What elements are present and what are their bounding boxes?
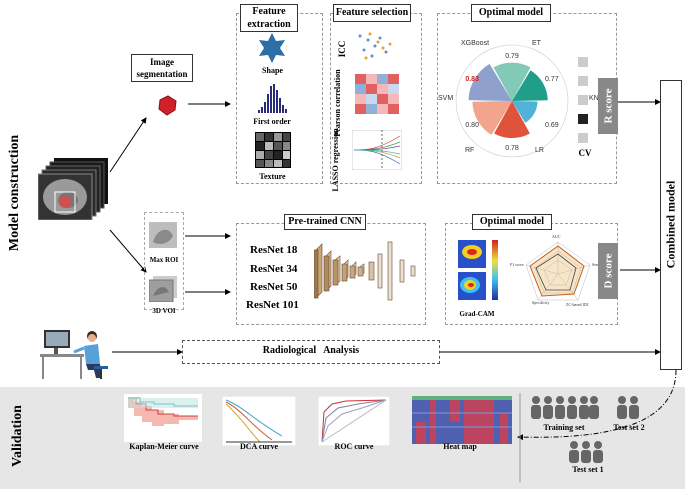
radar-label-auc: AUC xyxy=(552,234,561,239)
performance-radar-chart xyxy=(525,241,591,301)
snowflake-shape-icon xyxy=(259,33,285,63)
rose-value-lr: 0.78 xyxy=(505,145,519,152)
r-score-label: R score xyxy=(602,88,614,124)
texture-label: Texture xyxy=(259,172,286,181)
max-roi-image xyxy=(149,222,177,248)
rose-slice-et xyxy=(512,70,548,101)
radar-label-f1: F1 score xyxy=(510,262,524,267)
rose-label-rf: RF xyxy=(465,147,475,154)
resnet-34: ResNet 34 xyxy=(250,263,298,275)
resnet-18: ResNet 18 xyxy=(250,244,298,256)
kaplan-meier-plot xyxy=(124,394,202,442)
resnet-50: ResNet 50 xyxy=(250,281,298,293)
rose-label-lr: LR xyxy=(535,147,544,154)
3d-voi-image xyxy=(149,276,177,302)
rose-slice-knn xyxy=(512,101,538,123)
3d-voi-label: 3D VOI xyxy=(152,307,176,315)
training-set-label: Training set xyxy=(543,423,585,432)
radar-label-specificity: Specificity xyxy=(532,300,550,305)
gradcam-label: Grad-CAM xyxy=(459,310,495,318)
first-order-label: First order xyxy=(253,117,291,126)
cv-label: CV xyxy=(578,148,592,158)
roc-curve-plot xyxy=(318,396,390,446)
histogram-icon xyxy=(258,84,287,113)
tumor-icon xyxy=(158,95,177,116)
heat-map-label: Heat map xyxy=(443,442,477,451)
gradcam-heatmaps xyxy=(458,240,498,300)
lasso-label: LASSO regression xyxy=(331,128,340,192)
feature-selection-title: Feature selection xyxy=(333,4,411,22)
max-roi-label: Max ROI xyxy=(149,256,179,264)
test-set-1-people-icon xyxy=(569,441,603,463)
rose-slice-rf xyxy=(472,101,512,135)
rose-outer-ring xyxy=(455,44,569,158)
radiologist-illustration xyxy=(40,330,108,379)
combined-model-box xyxy=(660,80,682,370)
roi-box xyxy=(144,212,184,310)
icc-label: ICC xyxy=(337,40,347,58)
test-set-2-people-icon xyxy=(617,396,639,419)
rose-slice-lr xyxy=(494,101,530,139)
radar-label-idi: ZC-based IDI xyxy=(566,302,589,307)
rose-label-svm: SVM xyxy=(438,95,454,102)
rose-value-xgboost: 0.79 xyxy=(505,53,519,60)
d-score-box: D score xyxy=(598,243,618,299)
cv-squares xyxy=(578,57,588,143)
d-score-label: D score xyxy=(602,253,614,289)
radiological-analysis-box xyxy=(182,340,440,364)
dca-curve-plot xyxy=(222,396,296,446)
rose-slice-svm xyxy=(468,63,512,101)
lasso-plot xyxy=(352,130,402,170)
kaplan-meier-label: Kaplan-Meier curve xyxy=(129,442,199,451)
cnn-architecture-diagram xyxy=(314,241,416,301)
test-set-1-label: Test set 1 xyxy=(572,465,604,474)
image-segmentation-title: Image segmentation xyxy=(131,54,193,82)
heat-map-plot xyxy=(412,396,512,444)
model-rose-chart: 0.79 0.77 0.69 0.78 0.80 0.83 xyxy=(455,44,569,158)
test-set-2-label: Test set 2 xyxy=(613,423,645,432)
rose-label-xgboost: XGBoost xyxy=(461,40,490,47)
cnn-title: Pre-trained CNN xyxy=(284,214,366,230)
rose-value-svm: 0.83 xyxy=(465,76,479,83)
optimal-model-2-title: Optimal model xyxy=(472,214,552,230)
training-set-people-icon xyxy=(531,396,599,419)
rose-value-rf: 0.80 xyxy=(465,122,479,129)
ct-stack-image xyxy=(38,158,108,220)
optimal-model-1-title: Optimal model xyxy=(471,4,551,22)
r-score-box: R score xyxy=(598,78,618,134)
rose-slice-xgboost xyxy=(493,62,531,101)
combined-model-label: Combined model xyxy=(663,180,678,269)
roc-curve-label: ROC curve xyxy=(334,442,374,451)
shape-label: Shape xyxy=(262,66,283,75)
feature-extraction-title: Feature extraction xyxy=(240,4,298,32)
rose-label-knn: KNN xyxy=(589,95,604,102)
pearson-heatmap xyxy=(355,74,399,114)
resnet-101: ResNet 101 xyxy=(246,299,299,311)
dca-curve-label: DCA curve xyxy=(240,442,278,451)
radiological-analysis-label: Radiological Analysis xyxy=(262,345,360,356)
rose-label-et: ET xyxy=(532,40,541,47)
rose-value-et: 0.77 xyxy=(545,76,559,83)
icc-scatter-plot xyxy=(350,28,400,66)
texture-grid-icon xyxy=(255,132,291,168)
rose-value-knn: 0.69 xyxy=(545,122,559,129)
